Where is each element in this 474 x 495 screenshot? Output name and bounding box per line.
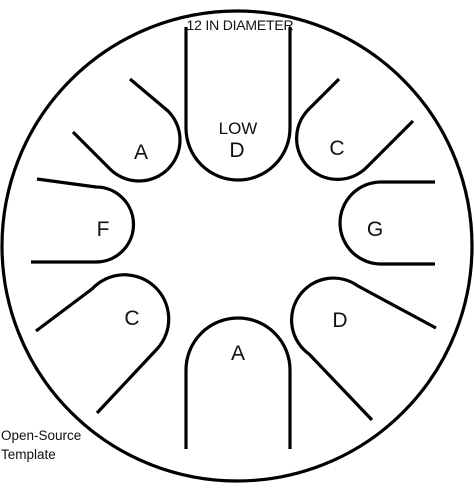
tongue-lower-right-note-label: D [332,309,347,332]
tongue-upper-left-note-label: A [134,141,148,164]
tongue-right-note-label: G [367,218,383,241]
tongue-cutout-left [31,177,136,264]
diameter-label: 12 IN DIAMETER [187,17,294,33]
tongue-cutout-top [184,27,292,182]
tongue-cutout-bottom [184,316,292,449]
tongue-left-note-label: F [97,218,110,241]
tongue-lower-left-note-label: C [124,307,139,330]
tongue-cutout-upper-right [295,77,415,181]
tongue-top-note-label: D [229,139,244,162]
tongue-top-qualifier-label: LOW [219,119,258,138]
tongue-labels: LOW D C G D A C F A [97,119,384,365]
template-credit: Open-Source Template [1,428,81,462]
tongue-cutouts [31,27,437,449]
tongue-cutout-lower-left [35,273,171,415]
tongue-bottom-note-label: A [231,342,245,365]
tongue-cutout-lower-right [290,276,437,422]
footer-line-2: Template [1,447,56,462]
tongue-upper-right-note-label: C [329,137,344,160]
footer-line-1: Open-Source [1,428,81,443]
drum-outer-circle [0,9,474,483]
tongue-cutout-upper-left [71,77,182,183]
tongue-cutout-right [338,180,435,266]
